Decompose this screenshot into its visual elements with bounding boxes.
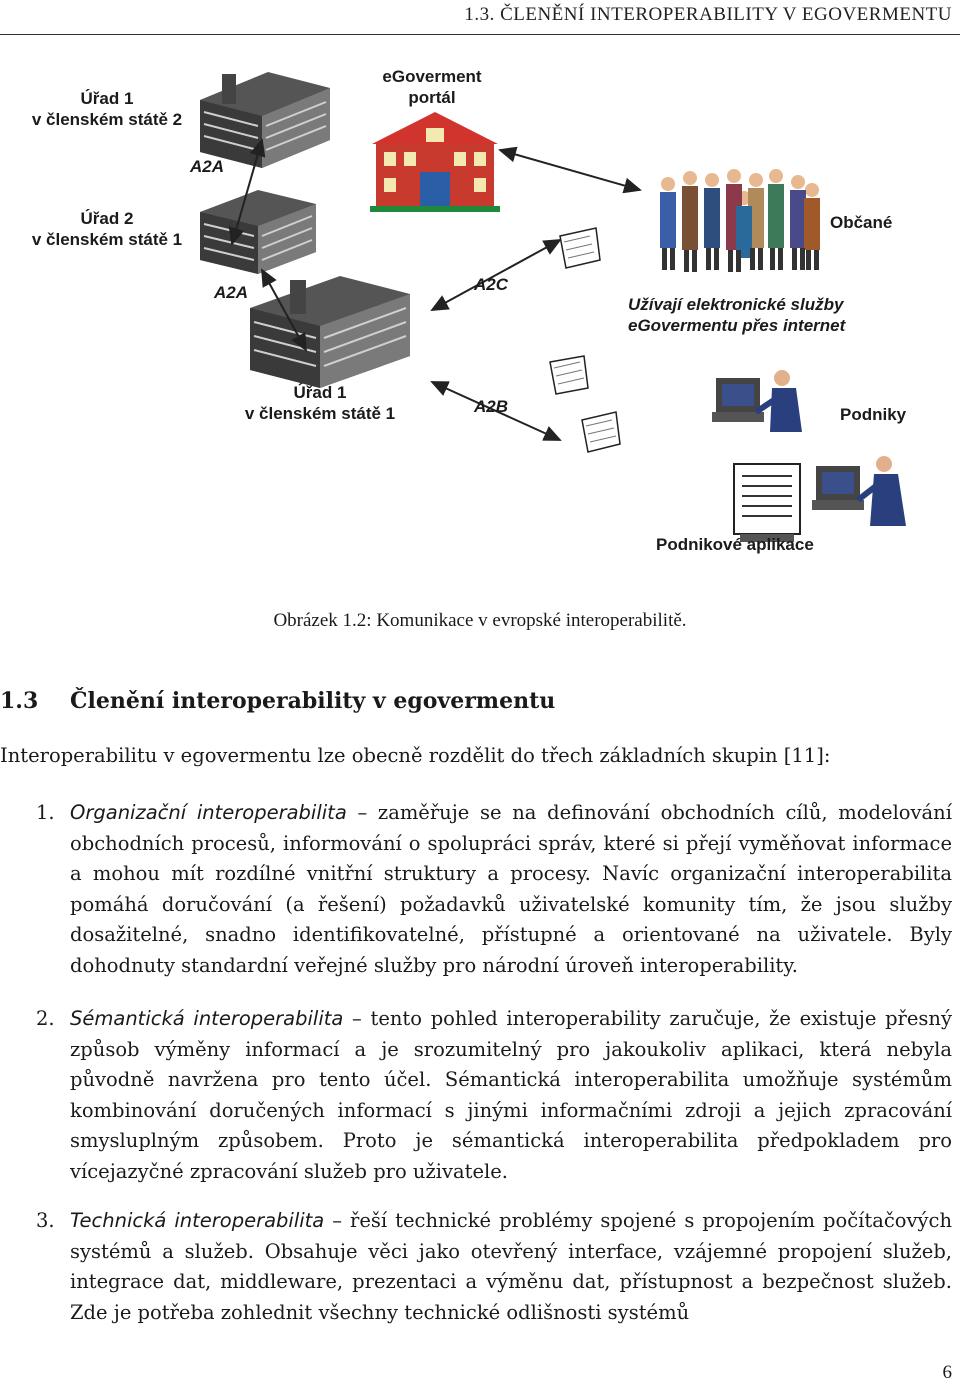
intro-paragraph: Interoperabilitu v egovermentu lze obecn…: [0, 744, 830, 767]
citation-link[interactable]: 11: [791, 744, 817, 767]
office-building-icon: [200, 72, 330, 168]
list-marker: 3.: [36, 1209, 55, 1232]
label-a2b: A2B: [474, 397, 509, 416]
section-number: 1.3: [0, 688, 39, 714]
document-scroll-icon: [581, 411, 621, 453]
document-scroll-icon: [559, 227, 601, 269]
label-a2c: A2C: [474, 275, 509, 294]
label-businesses: Podniky: [840, 405, 907, 424]
arrow-portal-citizens: [498, 146, 642, 194]
computer-workstation-icon: [812, 456, 906, 526]
citizens-crowd-icon: [660, 169, 820, 272]
list-marker: 1.: [36, 801, 55, 824]
list-item-body: Sémantická interoperabilita – tento pohl…: [70, 1004, 952, 1187]
figure-caption: Obrázek 1.2: Komunikace v evropské inter…: [273, 610, 687, 631]
list-item-body: Organizační interoperabilita – zaměřuje …: [70, 798, 952, 981]
page-number: 6: [942, 1362, 953, 1383]
running-header: 1.3. ČLENĚNÍ INTEROPERABILITY V EGOVERME…: [464, 4, 952, 25]
server-document-icon: [733, 463, 801, 542]
government-portal-building-icon: [370, 112, 500, 212]
office-building-icon: [200, 190, 316, 274]
diagram-graphics: [200, 72, 906, 542]
section-heading: 1.3 Členění interoperability v egoverment…: [0, 688, 555, 714]
item-term: Sémantická interoperabilita: [70, 1007, 344, 1030]
label-citizens: Občané: [830, 213, 893, 232]
label-a2a-bottom: A2A: [214, 283, 249, 302]
item-text: – řeší technické problémy spojené s prop…: [70, 1209, 952, 1324]
arrow-a2a-bottom: [261, 268, 307, 352]
item-term: Organizační interoperabilita: [70, 801, 347, 824]
arrow-a2b: [430, 381, 562, 441]
intro-after: ]:: [816, 744, 831, 767]
header-rule: [0, 34, 960, 35]
section-title: Členění interoperability v egovermentu: [70, 688, 556, 714]
item-text: – tento pohled interoperability zaručuje…: [70, 1007, 953, 1183]
list-item-body: Technická interoperabilita – řeší techni…: [70, 1206, 952, 1328]
computer-workstation-icon: [712, 370, 802, 432]
label-a2a-top: A2A: [190, 157, 225, 176]
arrow-a2a-top: [228, 138, 266, 246]
list-marker: 2.: [36, 1007, 55, 1030]
item-text: – zaměřuje se na definování obchodních c…: [70, 801, 952, 977]
document-scroll-icon: [549, 355, 589, 395]
label-business-apps: Podnikové aplikace: [656, 535, 814, 554]
item-term: Technická interoperabilita: [70, 1209, 325, 1232]
intro-text: Interoperabilitu v egovermentu lze obecn…: [0, 744, 792, 767]
arrow-a2c: [430, 239, 562, 311]
